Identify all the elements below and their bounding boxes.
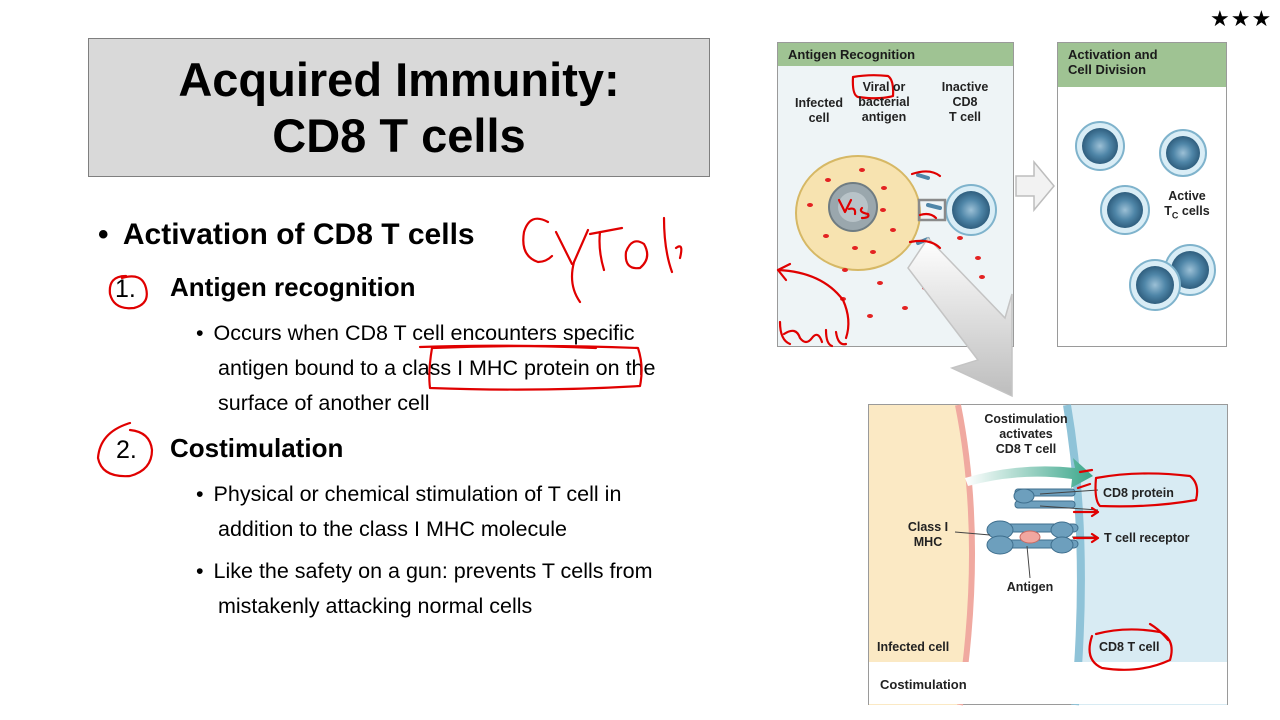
step1-line1: Occurs when CD8 T cell encounters specif… (213, 321, 635, 345)
cd8-tcell-label: CD8 T cell (1099, 640, 1160, 654)
antigen-label: Antigen (1006, 580, 1054, 594)
sub-bullet-dot-icon: • (196, 559, 204, 583)
step2-line2: addition to the class I MHC molecule (218, 517, 567, 541)
panel3-footer: Costimulation (880, 677, 967, 692)
rating-stars: ★★★ (1210, 6, 1273, 31)
slide-title-line1: Acquired Immunity: (178, 52, 620, 106)
bullet-main-text: Activation of CD8 T cells (122, 218, 475, 251)
slide-title-box: Acquired Immunity: CD8 T cells (88, 38, 710, 177)
step1-number: 1. (115, 275, 136, 303)
step1-description: • Occurs when CD8 T cell encounters speci… (196, 316, 736, 421)
bullet-dot-icon: • (98, 218, 109, 251)
bullet-main: • Activation of CD8 T cells (98, 218, 475, 252)
step2-description: • Physical or chemical stimulation of T c… (196, 477, 736, 624)
sub-bullet-dot-icon: • (196, 482, 204, 506)
slide-title-line2: CD8 T cells (272, 108, 526, 162)
active-tcells-label: Active TC cells (1164, 189, 1210, 221)
step2-number: 2. (116, 436, 137, 464)
class-i-mhc-label: Class I MHC (907, 520, 949, 549)
step2-title: Costimulation (170, 433, 344, 463)
arrow-to-costimulation-icon (907, 236, 1013, 398)
step1-line3: surface of another cell (218, 391, 430, 415)
cd8-protein-label: CD8 protein (1103, 486, 1174, 500)
step2-line1: Physical or chemical stimulation of T ce… (213, 482, 622, 506)
costimulation-membranes (869, 404, 1227, 706)
panel2-header: Activation and Cell Division (1058, 43, 1226, 87)
arrow-to-activation-icon (1015, 159, 1055, 213)
panel1-header: Antigen Recognition (778, 43, 1013, 66)
inactive-tcell-drawing (916, 173, 997, 245)
infected-cell-drawing (795, 155, 921, 271)
step2-line4: mistakenly attacking normal cells (218, 594, 533, 618)
step1-line2-class-mhc: class I MHC protein (402, 356, 590, 380)
infected-cell-label: Infected cell (795, 96, 843, 125)
costim-activates-label: Costimulation activates CD8 T cell (984, 412, 1068, 456)
antigen-peptide-icon (1019, 530, 1041, 544)
handwritten-annotations (96, 74, 1199, 671)
viral-antigen-label: Viral or bacterial antigen (858, 80, 910, 124)
step1-line2a: antigen bound to a (218, 356, 403, 380)
step1-title: Antigen recognition (170, 272, 416, 302)
inactive-tcell-label: Inactive CD8 T cell (941, 80, 989, 124)
active-tcells-drawing (1075, 121, 1216, 311)
infected-cell-bottom-label: Infected cell (877, 640, 950, 654)
step1-line2c: on the (589, 356, 656, 380)
step2-line3: Like the safety on a gun: prevents T cel… (213, 559, 653, 583)
t-cell-receptor-label: T cell receptor (1104, 531, 1190, 545)
sub-bullet-dot-icon: • (196, 321, 204, 345)
